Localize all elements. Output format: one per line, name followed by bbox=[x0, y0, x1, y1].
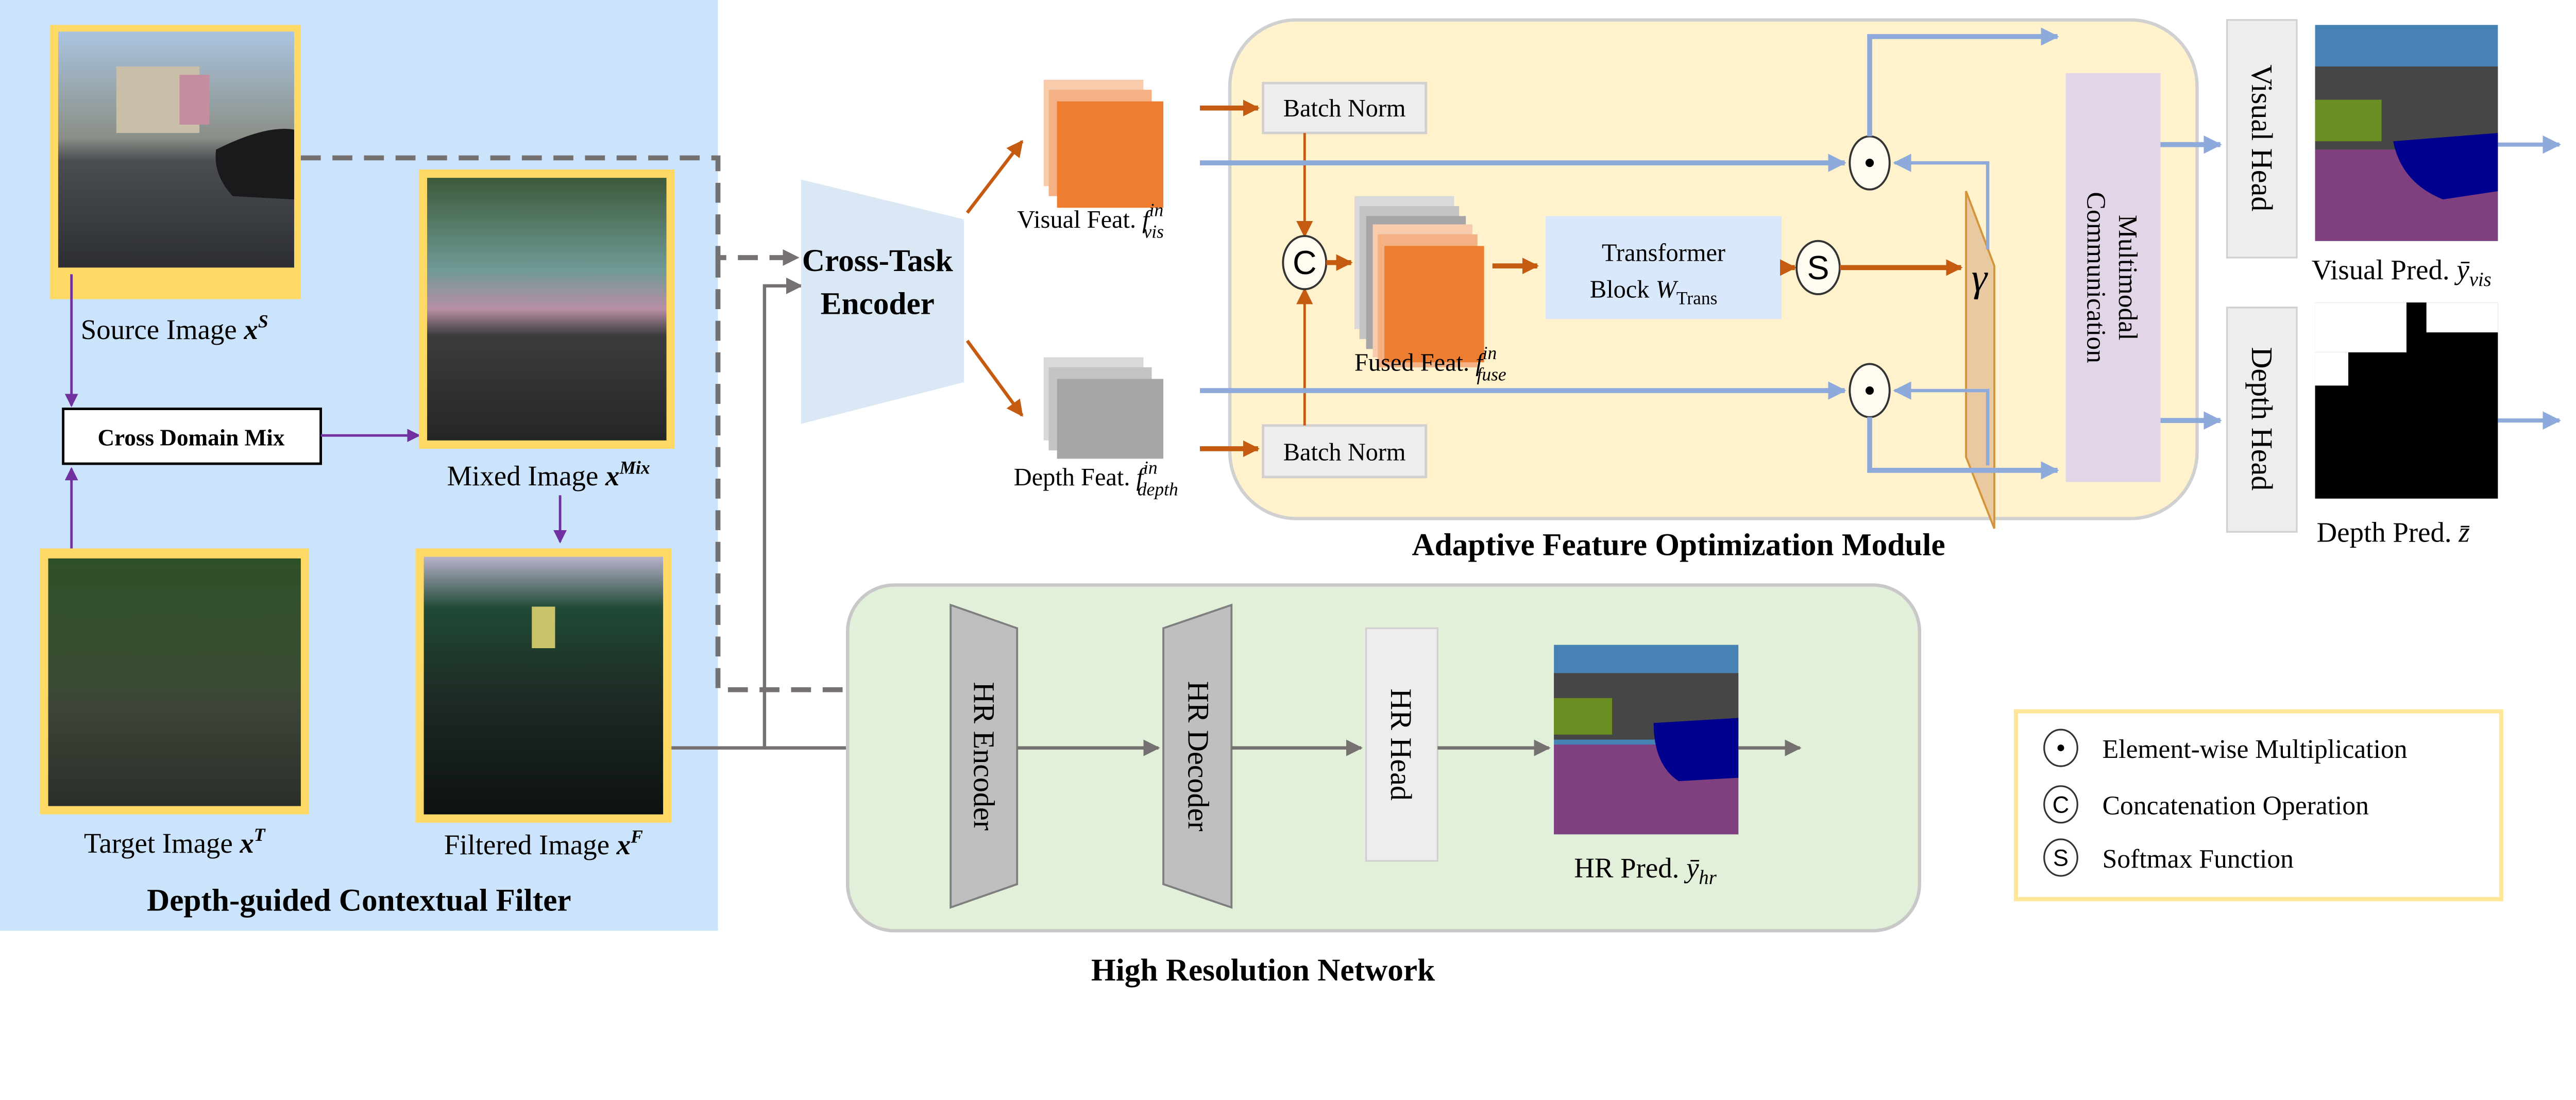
arrow-encoder-to-visual bbox=[965, 140, 1024, 214]
fused-feature-stack bbox=[1354, 196, 1484, 367]
multiply-icon-top bbox=[1849, 135, 1891, 191]
source-image-label: Source Image xS bbox=[81, 311, 268, 345]
line-filtered-to-encoder bbox=[671, 277, 803, 750]
hr-decoder-label: HR Decoder bbox=[1181, 681, 1215, 832]
hr-decoder bbox=[1162, 603, 1233, 909]
depth-head bbox=[2226, 307, 2298, 533]
filter-title: Depth-guided Contextual Filter bbox=[147, 883, 571, 918]
batch-norm-top-label: Batch Norm bbox=[1283, 95, 1406, 122]
arrow-gamma-to-mult-bottom bbox=[1893, 381, 1990, 466]
hr-head bbox=[1365, 627, 1438, 862]
mixed-image-label: Mixed Image xMix bbox=[447, 457, 650, 492]
dashed-source-to-encoder bbox=[300, 155, 800, 266]
svg-text:S: S bbox=[2053, 845, 2069, 871]
cross-domain-mix-label: Cross Domain Mix bbox=[98, 425, 285, 451]
hr-title: High Resolution Network bbox=[1091, 953, 1435, 988]
arrow-encoder-to-depth bbox=[965, 340, 1024, 417]
svg-text:S: S bbox=[1807, 249, 1829, 286]
concat-icon: C bbox=[1282, 235, 1328, 291]
visual-pred-label: Visual Pred. ȳvis bbox=[2312, 254, 2492, 291]
depth-head-label: Depth Head bbox=[2245, 347, 2279, 490]
batch-norm-bottom-label: Batch Norm bbox=[1283, 439, 1406, 466]
legend-item-multiplication: Element-wise Multiplication bbox=[2043, 729, 2408, 767]
visual-prediction-image bbox=[2315, 25, 2498, 241]
multimodal-communication-block bbox=[2065, 73, 2161, 482]
hr-head-label: HR Head bbox=[1384, 688, 1418, 801]
transformer-block bbox=[1545, 216, 1782, 319]
depth-pred-label: Depth Pred. z̄ bbox=[2317, 517, 2470, 548]
batch-norm-top bbox=[1262, 81, 1428, 134]
legend-item-softmax: S Softmax Function bbox=[2043, 838, 2294, 877]
svg-text:Element-wise Multiplication: Element-wise Multiplication bbox=[2103, 735, 2408, 764]
source-image bbox=[49, 25, 301, 299]
svg-text:Softmax Function: Softmax Function bbox=[2103, 844, 2294, 874]
arrow-mult-top-to-comm bbox=[1867, 27, 2059, 137]
arrow-gamma-to-mult-top bbox=[1893, 154, 1990, 249]
multimodal-label: MultimodalCommunication bbox=[2081, 192, 2142, 363]
hr-pred-label: HR Pred. ȳhr bbox=[1574, 852, 1717, 889]
filtered-image-label: Filtered Image xF bbox=[444, 826, 643, 860]
svg-text:C: C bbox=[2053, 791, 2070, 818]
depth-prediction-image bbox=[2315, 302, 2498, 499]
legend-item-concatenation: C Concatenation Operation bbox=[2043, 785, 2369, 824]
mixed-image bbox=[418, 170, 675, 449]
softmax-icon: S bbox=[1795, 240, 1841, 295]
cross-task-encoder bbox=[801, 179, 964, 424]
multiply-icon-bottom bbox=[1849, 363, 1891, 418]
hr-encoder-label: HR Encoder bbox=[967, 682, 1001, 831]
depth-feature-stack bbox=[1043, 357, 1164, 459]
visual-head-label: Visual Head bbox=[2245, 64, 2279, 211]
visual-head bbox=[2226, 19, 2298, 259]
arrow-mult-bottom-to-comm bbox=[1867, 417, 2059, 480]
hr-encoder bbox=[950, 603, 1019, 909]
hr-prediction-image bbox=[1554, 645, 1739, 835]
target-image bbox=[40, 548, 310, 815]
visual-feature-stack bbox=[1043, 79, 1164, 208]
svg-text:C: C bbox=[1293, 244, 1317, 281]
afom-title: Adaptive Feature Optimization Module bbox=[1412, 527, 1945, 562]
batch-norm-bottom bbox=[1262, 424, 1428, 479]
framework-diagram: Source Image xS Cross Domain Mix Mixed I… bbox=[0, 0, 2561, 988]
gamma-label: γ bbox=[1972, 256, 1989, 300]
svg-text:Concatenation Operation: Concatenation Operation bbox=[2103, 791, 2369, 821]
target-image-label: Target Image xT bbox=[84, 824, 266, 859]
filtered-image bbox=[415, 548, 672, 823]
legend-box bbox=[2013, 709, 2503, 902]
